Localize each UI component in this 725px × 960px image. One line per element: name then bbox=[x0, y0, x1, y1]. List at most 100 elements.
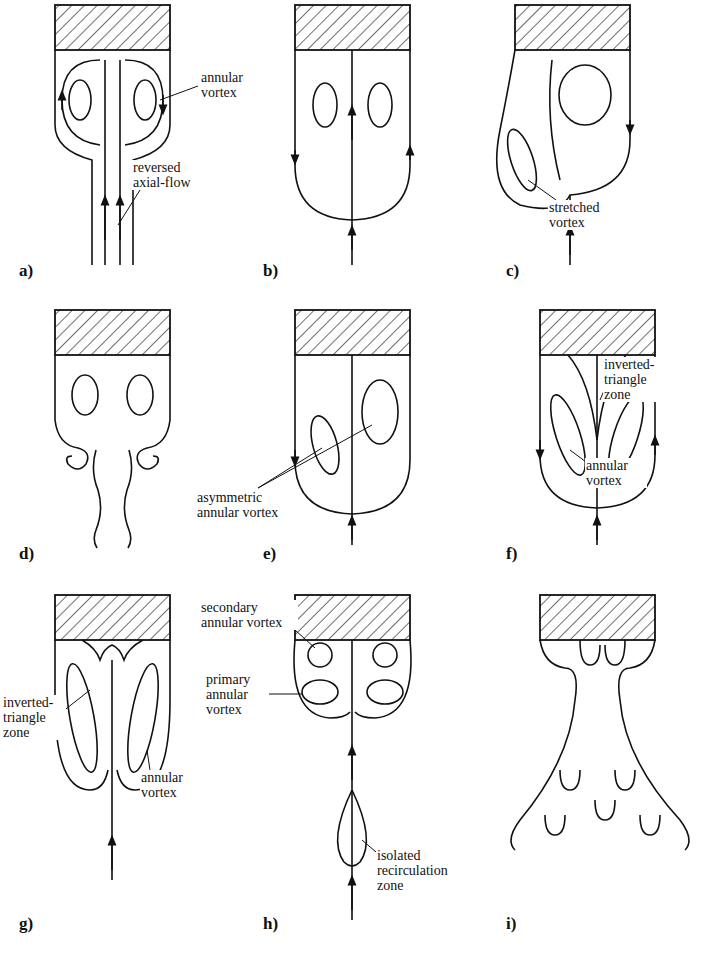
flow-stroke bbox=[580, 640, 600, 665]
flow-stroke bbox=[351, 640, 353, 920]
flow-stroke bbox=[111, 660, 113, 880]
flow-stroke bbox=[550, 60, 560, 180]
flow-stroke bbox=[124, 450, 131, 548]
leader-lines bbox=[62, 86, 612, 852]
flow-stroke bbox=[351, 520, 353, 540]
flow-stroke bbox=[629, 120, 631, 130]
flow-stroke bbox=[61, 95, 63, 110]
flow-stroke bbox=[306, 413, 345, 477]
flow-stroke bbox=[570, 450, 586, 462]
panel-letter: b) bbox=[262, 262, 304, 280]
flow-stroke bbox=[362, 380, 398, 444]
callout-label: stretched vortex bbox=[548, 200, 620, 230]
callout-label: inverted-triangle zone bbox=[2, 695, 66, 740]
flow-stroke bbox=[502, 126, 543, 194]
flow-stroke bbox=[137, 355, 170, 469]
flow-stroke bbox=[258, 448, 322, 488]
flow-stroke bbox=[615, 770, 635, 790]
flow-stroke bbox=[162, 95, 164, 110]
flow-stroke bbox=[367, 680, 403, 704]
flow-stroke bbox=[362, 840, 376, 852]
flow-stroke bbox=[351, 355, 353, 545]
flow-stroke bbox=[127, 375, 153, 415]
flow-stroke bbox=[351, 750, 353, 780]
flow-stroke bbox=[351, 110, 353, 140]
flow-stroke bbox=[93, 450, 100, 548]
flow-stroke bbox=[640, 815, 660, 835]
flow-stroke bbox=[122, 662, 165, 774]
callout-label: primary annular vortex bbox=[205, 672, 269, 717]
flow-stroke bbox=[308, 643, 332, 667]
callout-label: isolated recirculation zone bbox=[376, 848, 470, 893]
flow-stroke bbox=[117, 640, 170, 790]
callout-label: secondary annular vortex bbox=[200, 600, 298, 630]
flow-stroke bbox=[302, 680, 338, 704]
flow-stroke bbox=[62, 690, 90, 712]
flow-stroke bbox=[654, 440, 656, 455]
flow-stroke bbox=[351, 230, 353, 250]
flow-stroke bbox=[515, 5, 630, 50]
flow-stroke bbox=[133, 50, 170, 265]
flow-stroke bbox=[55, 355, 88, 469]
flow-stroke bbox=[111, 840, 113, 870]
panel-letter: h) bbox=[262, 915, 304, 933]
flow-stroke bbox=[595, 800, 615, 820]
flow-stroke bbox=[125, 60, 163, 145]
flow-stroke bbox=[545, 815, 565, 835]
flow-stroke bbox=[338, 790, 367, 866]
flow-stroke bbox=[69, 80, 91, 120]
flow-stroke bbox=[619, 640, 689, 850]
flow-stroke bbox=[119, 60, 121, 265]
streamlines bbox=[55, 50, 689, 920]
flow-stroke bbox=[268, 694, 302, 695]
flow-stroke bbox=[605, 640, 625, 665]
flow-stroke bbox=[72, 375, 98, 415]
flow-stroke bbox=[596, 520, 598, 540]
flow-stroke bbox=[355, 640, 411, 718]
flow-stroke bbox=[295, 5, 410, 50]
flow-stroke bbox=[539, 440, 541, 455]
flow-stroke bbox=[294, 150, 296, 160]
flow-stroke bbox=[540, 595, 655, 640]
flow-stroke bbox=[294, 640, 350, 718]
panel-letter: a) bbox=[18, 262, 60, 280]
flow-stroke bbox=[373, 643, 397, 667]
flow-stroke bbox=[295, 310, 410, 355]
flow-stroke bbox=[295, 630, 315, 648]
flow-stroke bbox=[104, 60, 106, 265]
bluff-body bbox=[55, 5, 655, 640]
callout-label: asymmetric annular vortex bbox=[196, 490, 280, 520]
flow-stroke bbox=[313, 83, 337, 127]
flow-stroke bbox=[368, 83, 392, 127]
callout-label: inverted-triangle zone bbox=[603, 357, 671, 402]
panel-letter: f) bbox=[505, 545, 547, 563]
flow-stroke bbox=[62, 60, 100, 145]
flow-stroke bbox=[55, 50, 92, 265]
flow-stroke bbox=[294, 450, 296, 462]
callout-label: annular vortex bbox=[200, 70, 264, 100]
flow-stroke bbox=[55, 310, 170, 355]
flow-stroke bbox=[118, 190, 140, 225]
flow-stroke bbox=[560, 770, 580, 790]
flow-stroke bbox=[82, 640, 143, 660]
flow-stroke bbox=[596, 355, 598, 545]
callout-label: annular vortex bbox=[585, 458, 647, 488]
panel-letter: g) bbox=[18, 915, 60, 933]
flow-stroke bbox=[559, 65, 611, 125]
callout-label: annular vortex bbox=[140, 770, 202, 800]
flow-stroke bbox=[61, 662, 104, 774]
panel-letter: e) bbox=[262, 545, 304, 563]
panel-letter: c) bbox=[505, 262, 547, 280]
flow-stroke bbox=[511, 640, 576, 850]
flow-stroke bbox=[351, 880, 353, 910]
flow-stroke bbox=[295, 595, 410, 640]
flow-stroke bbox=[147, 750, 150, 770]
flow-stroke bbox=[55, 595, 170, 640]
flow-stroke bbox=[104, 200, 106, 240]
flow-stroke bbox=[528, 180, 556, 200]
flow-stroke bbox=[160, 86, 198, 100]
flow-stroke bbox=[258, 425, 372, 488]
flow-stroke bbox=[134, 80, 156, 120]
flow-stroke bbox=[55, 5, 170, 50]
